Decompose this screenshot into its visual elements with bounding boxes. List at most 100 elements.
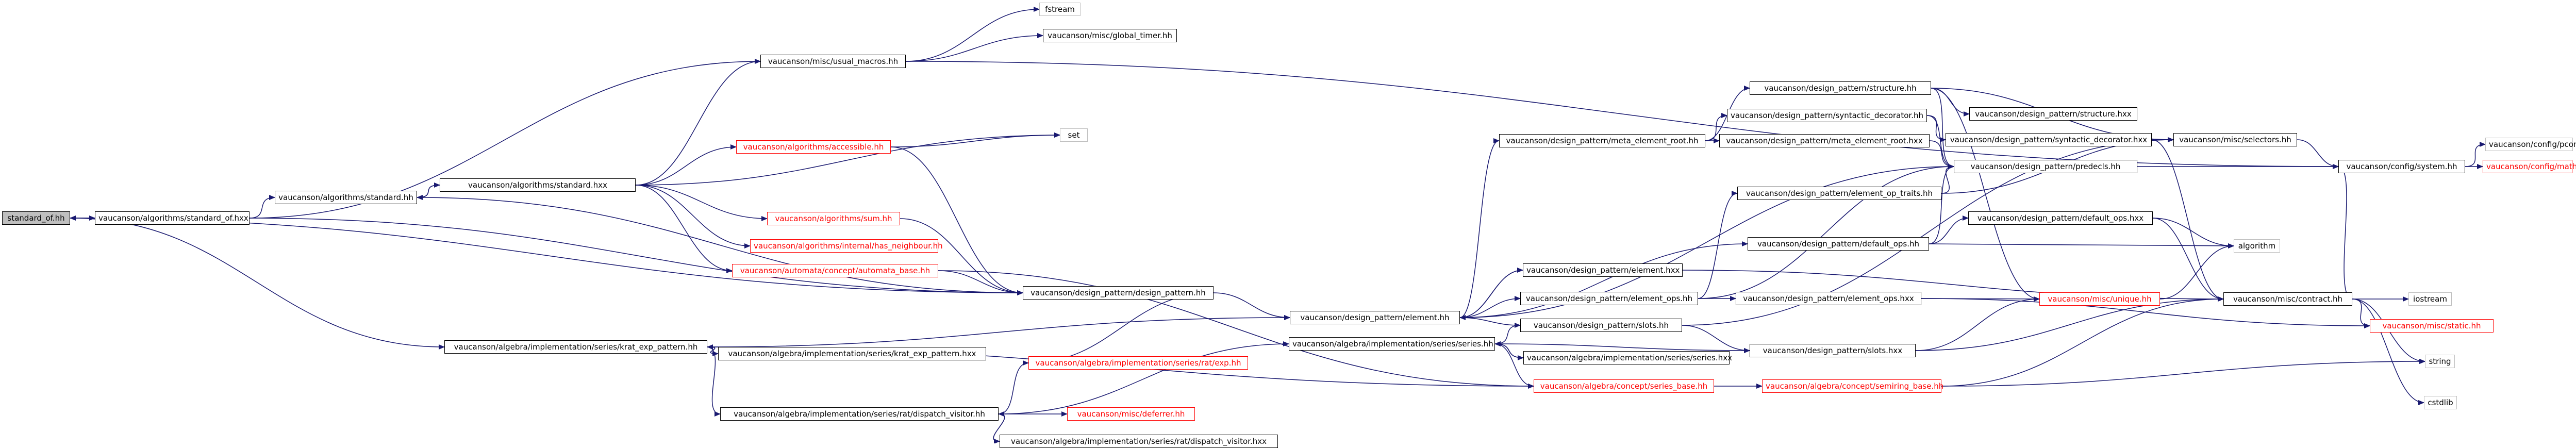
node-series-krat-exp-pattern-hxx[interactable]: vaucanson/algebra/implementation/series/… — [718, 347, 986, 360]
node-dp-element-ops-hh[interactable]: vaucanson/design_pattern/element_ops.hh — [1520, 292, 1698, 305]
node-dp-predecls-hh[interactable]: vaucanson/design_pattern/predecls.hh — [1954, 160, 2137, 173]
node-dp-slots-hxx[interactable]: vaucanson/design_pattern/slots.hxx — [1750, 344, 1916, 357]
edge-series_series_hxx-to-series_series_hh — [1494, 341, 1524, 358]
node-dp-element-op-traits-hh[interactable]: vaucanson/design_pattern/element_op_trai… — [1737, 187, 1941, 200]
node-fstream[interactable]: fstream — [1039, 3, 1081, 16]
edge-algorithms_accessible_hh-to-dp_design_pattern_hh — [890, 146, 1023, 295]
node-dp-slots-hh[interactable]: vaucanson/design_pattern/slots.hh — [1520, 319, 1682, 332]
edge-dp_meta_element_root_hh-to-dp_syntactic_decorator_hh — [1705, 113, 1727, 141]
node-dp-element-hxx[interactable]: vaucanson/design_pattern/element.hxx — [1523, 263, 1683, 277]
edge-dp_element_hh-to-dp_slots_hh — [1459, 317, 1521, 328]
node-dp-element-hh[interactable]: vaucanson/design_pattern/element.hh — [1290, 311, 1460, 324]
node-config-math-hh[interactable]: vaucanson/config/math.hh — [2483, 160, 2576, 173]
edge-misc_usual_macros_hh-to-fstream — [905, 7, 1040, 62]
edge-automata_concept_automata_base_hh-to-concept_series_base_hh — [938, 270, 1534, 389]
node-dp-syntactic-decorator-hxx[interactable]: vaucanson/design_pattern/syntactic_decor… — [1946, 133, 2152, 146]
edge-series_krat_exp_pattern_hxx-to-series_krat_exp_pattern_hh — [707, 344, 719, 354]
node-cstdlib[interactable]: cstdlib — [2424, 396, 2457, 409]
node-concept-semiring-base-hh[interactable]: vaucanson/algebra/concept/semiring_base.… — [1762, 379, 1943, 393]
node-series-rat-exp-hh[interactable]: vaucanson/algebra/implementation/series/… — [1028, 356, 1248, 370]
node-algorithms-sum-hh[interactable]: vaucanson/algorithms/sum.hh — [767, 212, 900, 225]
edge-misc_selectors_hh-to-config_system_hh — [2297, 139, 2339, 169]
node-string[interactable]: string — [2425, 355, 2455, 368]
edge-series_dispatch_visitor_hh-to-series_rat_exp_hh — [998, 360, 1029, 414]
edge-misc_contract_hh-to-config_system_hh — [2338, 164, 2353, 300]
edge-dp_default_ops_hxx-to-misc_contract_hh — [2152, 218, 2224, 302]
edge-dp_element_hh-to-dp_predecls_hh — [1459, 164, 1954, 318]
node-series-krat-exp-pattern-hh[interactable]: vaucanson/algebra/implementation/series/… — [444, 340, 707, 354]
edge-dp_default_ops_hh-to-dp_predecls_hh — [1929, 164, 1954, 244]
node-dp-meta-element-root-hxx[interactable]: vaucanson/design_pattern/meta_element_ro… — [1719, 134, 1930, 147]
edge-series_rat_exp_hh-to-dp_design_pattern_hh — [1028, 290, 1214, 363]
node-dp-element-ops-hxx[interactable]: vaucanson/design_pattern/element_ops.hxx — [1736, 292, 1921, 305]
node-config-system-hh[interactable]: vaucanson/config/system.hh — [2338, 160, 2465, 173]
node-algorithms-standard-hh[interactable]: vaucanson/algorithms/standard.hh — [275, 191, 417, 204]
edge-algorithms_accessible_hh-to-set — [890, 132, 1060, 147]
edge-dp_slots_hh-to-dp_slots_hxx — [1682, 325, 1750, 353]
edge-dp_structure_hh-to-dp_structure_hxx — [1931, 88, 1970, 117]
edges-layer — [70, 7, 2486, 443]
node-misc-global-timer-hh[interactable]: vaucanson/misc/global_timer.hh — [1043, 29, 1177, 42]
node-concept-series-base-hh[interactable]: vaucanson/algebra/concept/series_base.hh — [1534, 379, 1714, 393]
edge-algorithms_standard_hxx-to-algorithms_accessible_hh — [635, 144, 737, 186]
node-algorithms-standard-hxx[interactable]: vaucanson/algorithms/standard.hxx — [440, 178, 636, 192]
edge-automata_concept_automata_base_hh-to-dp_design_pattern_hh — [938, 270, 1023, 295]
edge-dp_slots_hh-to-misc_selectors_hh — [1682, 137, 2174, 326]
edge-dp_slots_hh-to-series_series_hh — [1494, 325, 1521, 346]
node-misc-deferrer-hh[interactable]: vaucanson/misc/deferrer.hh — [1067, 407, 1195, 421]
edge-algorithms_standard_hxx-to-algorithms_sum_hh — [635, 185, 768, 221]
edge-series_krat_exp_pattern_hh-to-series_dispatch_visitor_hh — [707, 346, 721, 417]
node-series-dispatch-visitor-hxx[interactable]: vaucanson/algebra/implementation/series/… — [1000, 435, 1278, 448]
node-misc-static-hh[interactable]: vaucanson/misc/static.hh — [2370, 319, 2494, 333]
edge-dp_element_hh-to-dp_default_ops_hh — [1459, 241, 1748, 318]
node-dp-syntactic-decorator-hh[interactable]: vaucanson/design_pattern/syntactic_decor… — [1727, 109, 1927, 122]
edge-algorithms_standard_of_hxx-to-misc_usual_macros_hh — [249, 59, 761, 219]
node-series-dispatch-visitor-hh[interactable]: vaucanson/algebra/implementation/series/… — [720, 407, 999, 421]
node-misc-contract-hh[interactable]: vaucanson/misc/contract.hh — [2223, 292, 2352, 306]
edge-algorithms_standard_of_hxx-to-dp_design_pattern_hh — [249, 218, 1023, 295]
node-algorithms-standard-of-hxx[interactable]: vaucanson/algorithms/standard_of.hxx — [95, 211, 250, 225]
edge-dp_design_pattern_hh-to-dp_element_hh — [1213, 292, 1290, 320]
node-iostream[interactable]: iostream — [2408, 292, 2452, 306]
node-dp-default-ops-hh[interactable]: vaucanson/design_pattern/default_ops.hh — [1748, 237, 1929, 251]
node-series-series-hh[interactable]: vaucanson/algebra/implementation/series/… — [1289, 337, 1495, 351]
node-series-series-hxx[interactable]: vaucanson/algebra/implementation/series/… — [1523, 351, 1732, 364]
node-misc-unique-hh[interactable]: vaucanson/misc/unique.hh — [2039, 292, 2160, 306]
edge-algorithms_standard_hxx-to-set — [635, 132, 1060, 186]
edge-dp_element_ops_hh-to-dp_element_op_traits_hh — [1698, 191, 1738, 299]
node-set[interactable]: set — [1060, 128, 1088, 142]
node-dp-structure-hxx[interactable]: vaucanson/design_pattern/structure.hxx — [1969, 107, 2137, 121]
node-algorithms-has-neighbour-hh[interactable]: vaucanson/algorithms/internal/has_neighb… — [750, 239, 943, 253]
node-algorithms-accessible-hh[interactable]: vaucanson/algorithms/accessible.hh — [736, 140, 891, 154]
edge-series_series_hh-to-concept_series_base_hh — [1494, 343, 1534, 389]
node-dp-structure-hh[interactable]: vaucanson/design_pattern/structure.hh — [1750, 81, 1931, 95]
edge-misc_contract_hh-to-misc_static_hh — [2352, 298, 2370, 328]
edge-dp_syntactic_decorator_hxx-to-misc_contract_hh — [2151, 139, 2224, 302]
node-dp-design-pattern-hh[interactable]: vaucanson/design_pattern/design_pattern.… — [1023, 286, 1214, 300]
edge-series_dispatch_visitor_hh-to-series_series_hh — [998, 341, 1289, 414]
node-config-pconf-hh[interactable]: vaucanson/config/pconf.hh — [2485, 138, 2576, 151]
node-automata-concept-automata-base-hh[interactable]: vaucanson/automata/concept/automata_base… — [732, 264, 938, 277]
edge-concept_semiring_base_hh-to-misc_contract_hh — [1941, 296, 2224, 387]
edge-misc_usual_macros_hh-to-config_system_hh — [905, 61, 2339, 169]
edge-config_system_hh-to-config_pconf_hh — [2465, 142, 2486, 167]
node-dp-meta-element-root-hh[interactable]: vaucanson/design_pattern/meta_element_ro… — [1499, 134, 1705, 147]
edge-misc_contract_hh-to-cstdlib — [2352, 298, 2424, 405]
node-misc-usual-macros-hh[interactable]: vaucanson/misc/usual_macros.hh — [760, 55, 906, 68]
node-dp-default-ops-hxx[interactable]: vaucanson/design_pattern/default_ops.hxx — [1968, 211, 2153, 225]
edge-dp_element_hh-to-dp_element_ops_hh — [1459, 296, 1521, 318]
edge-dp_structure_hh-to-dp_predecls_hh — [1931, 88, 1954, 169]
edge-dp_default_ops_hh-to-algorithm — [1929, 243, 2234, 248]
node-algorithm[interactable]: algorithm — [2234, 239, 2280, 253]
node-misc-selectors-hh[interactable]: vaucanson/misc/selectors.hh — [2173, 133, 2297, 146]
edge-dp_slots_hxx-to-misc_contract_hh — [1915, 296, 2224, 351]
edge-dp_default_ops_hxx-to-algorithm — [2152, 218, 2234, 248]
edge-series_dispatch_visitor_hxx-to-series_dispatch_visitor_hh — [993, 411, 1005, 442]
edge-standard_of_hh-to-dp_design_pattern_hh — [70, 218, 1023, 295]
edge-dp_slots_hxx-to-misc_unique_hh — [1915, 296, 2040, 351]
edge-standard_of_hh-to-series_krat_exp_pattern_hh — [70, 218, 445, 350]
edge-dp_structure_hh-to-misc_unique_hh — [1931, 88, 2040, 302]
edge-algorithms_standard_hxx-to-algorithms_has_neighbour_hh — [635, 185, 751, 248]
edge-series_krat_exp_pattern_hh-to-dp_element_hh — [707, 315, 1290, 347]
